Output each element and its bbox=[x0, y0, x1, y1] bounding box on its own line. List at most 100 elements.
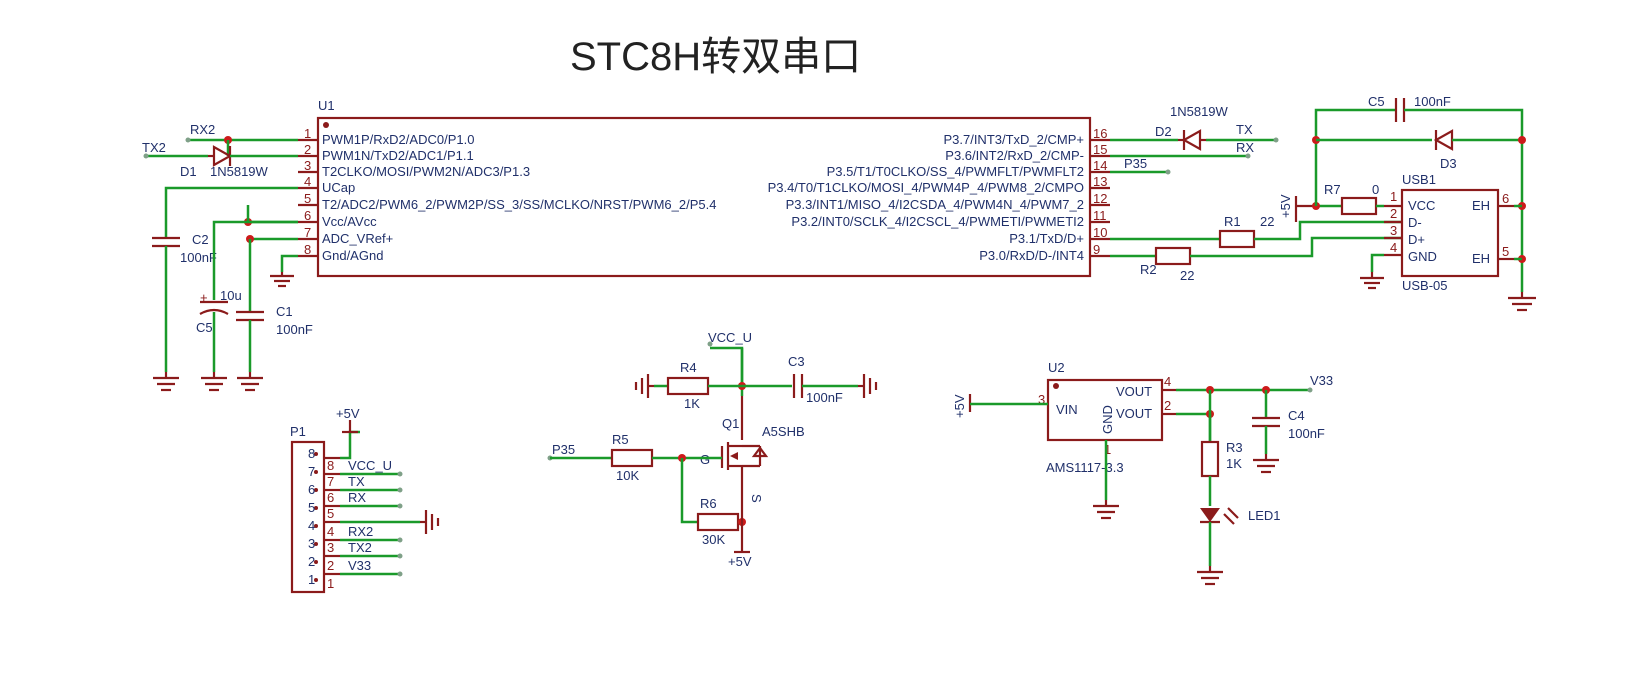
usb-pin-name: VCC bbox=[1408, 198, 1435, 213]
p1-net-label: TX2 bbox=[348, 540, 372, 555]
u1-pin-name: P3.6/INT2/RxD_2/CMP- bbox=[945, 148, 1084, 163]
u1-pin-num: 8 bbox=[304, 242, 311, 257]
usb-eh-top: EH bbox=[1472, 198, 1490, 213]
u1-pin-num: 12 bbox=[1093, 191, 1107, 206]
regulator-u2: U2 AMS1117-3.3 VIN 3 VOUT 4 VOUT 2 GND 1 bbox=[1038, 360, 1171, 475]
u1-pin-num: 7 bbox=[304, 225, 311, 240]
u1-pin-num: 15 bbox=[1093, 142, 1107, 157]
net-label-tx: TX bbox=[1236, 122, 1253, 137]
ground-symbol bbox=[201, 372, 227, 392]
r1-value: 22 bbox=[1260, 214, 1274, 229]
usb-connector: USB1 USB-05 1 2 3 4 VCC D- D+ GND EH EH … bbox=[1390, 172, 1509, 293]
r2-value: 22 bbox=[1180, 268, 1194, 283]
p1-pin-num: 8 bbox=[308, 446, 315, 461]
c2-ref: C2 bbox=[192, 232, 209, 247]
c5-value: 100nF bbox=[1414, 94, 1451, 109]
c3-value: 100nF bbox=[806, 390, 843, 405]
usb-pin-name: D- bbox=[1408, 215, 1422, 230]
u1-pin-num: 16 bbox=[1093, 126, 1107, 141]
resistor-r2 bbox=[1154, 246, 1192, 266]
net-label-vcc-u: VCC_U bbox=[708, 330, 752, 345]
u2-vout2-num: 2 bbox=[1164, 398, 1171, 413]
usb-pin-num: 2 bbox=[1390, 206, 1397, 221]
r2-ref: R2 bbox=[1140, 262, 1157, 277]
capacitor-c3 bbox=[792, 374, 804, 398]
u1-pin-name: Gnd/AGnd bbox=[322, 248, 383, 263]
p1-pin-num: 6 bbox=[308, 482, 315, 497]
u2-vout2: VOUT bbox=[1116, 406, 1152, 421]
d1-value: 1N5819W bbox=[210, 164, 269, 179]
u1-pin-num: 11 bbox=[1093, 208, 1107, 223]
capacitor-c5-electrolytic: + bbox=[199, 290, 229, 315]
resistor-r1 bbox=[1218, 229, 1256, 249]
q1-value: A5SHB bbox=[762, 424, 805, 439]
c5-ref: C5 bbox=[1368, 94, 1385, 109]
u2-gnd: GND bbox=[1100, 405, 1115, 434]
d2-value: 1N5819W bbox=[1170, 104, 1229, 119]
u1-pin-name: PWM1P/RxD2/ADC0/P1.0 bbox=[322, 132, 474, 147]
u1-pin-num: 6 bbox=[304, 208, 311, 223]
r7-ref: R7 bbox=[1324, 182, 1341, 197]
u2-value: AMS1117-3.3 bbox=[1046, 460, 1124, 475]
ground-symbol bbox=[858, 374, 878, 398]
ground-symbol bbox=[153, 372, 179, 392]
u1-pin-name: P3.7/INT3/TxD_2/CMP+ bbox=[943, 132, 1084, 147]
u1-pin-name: Vcc/AVcc bbox=[322, 214, 377, 229]
c3-ref: C3 bbox=[788, 354, 805, 369]
net-label-p35-q: P35 bbox=[552, 442, 575, 457]
power-label-5v-q: +5V bbox=[728, 554, 752, 569]
p1-net-label: RX bbox=[348, 490, 366, 505]
u2-ref: U2 bbox=[1048, 360, 1065, 375]
u1-pin-name: ADC_VRef+ bbox=[322, 231, 393, 246]
p1-pin-num: 1 bbox=[308, 572, 315, 587]
u1-pin-num: 10 bbox=[1093, 225, 1107, 240]
usb-pin-name: GND bbox=[1408, 249, 1437, 264]
diode-d3 bbox=[1433, 129, 1454, 151]
u1-pin-num: 13 bbox=[1093, 174, 1107, 189]
page-title: STC8H转双串口 bbox=[570, 35, 861, 79]
usb-pin-num: 3 bbox=[1390, 223, 1397, 238]
p1-stub-num: 4 bbox=[327, 524, 334, 539]
p1-stub-num: 7 bbox=[327, 474, 334, 489]
u2-vin-num: 3 bbox=[1038, 392, 1045, 407]
p1-stub-num: 1 bbox=[327, 576, 334, 591]
capacitor-c5 bbox=[1394, 98, 1406, 122]
p1-stub-num: 3 bbox=[327, 540, 334, 555]
resistor-r4 bbox=[666, 376, 710, 396]
p1-stub-num: 6 bbox=[327, 490, 334, 505]
u1-pin-name: P3.3/INT1/MISO_4/I2CSDA_4/PWM4N_4/PWM7_2 bbox=[786, 197, 1084, 212]
p1-pin-num: 7 bbox=[308, 464, 315, 479]
p1-stub-num: 8 bbox=[327, 458, 334, 473]
u1-pin-name: P3.5/T1/T0CLKO/SS_4/PWMFLT/PWMFLT2 bbox=[827, 164, 1084, 179]
resistor-r3 bbox=[1200, 440, 1220, 478]
usb-eh-bottom: EH bbox=[1472, 251, 1490, 266]
r3-ref: R3 bbox=[1226, 440, 1243, 455]
q1-gate-label: G bbox=[700, 452, 710, 467]
net-label-tx2: TX2 bbox=[142, 140, 166, 155]
p1-net-label: TX bbox=[348, 474, 365, 489]
u1-pin-num: 3 bbox=[304, 158, 311, 173]
c2-value: 100nF bbox=[180, 250, 217, 265]
d1-ref: D1 bbox=[180, 164, 197, 179]
u1-pin-name: T2CLKO/MOSI/PWM2N/ADC3/P1.3 bbox=[322, 164, 530, 179]
u1-pin-name: P3.4/T0/T1CLKO/MOSI_4/PWM4P_4/PWM8_2/CMP… bbox=[768, 180, 1084, 195]
usb-pin-num: 1 bbox=[1390, 189, 1397, 204]
r5-ref: R5 bbox=[612, 432, 629, 447]
svg-text:+: + bbox=[200, 290, 208, 305]
q1-ref: Q1 bbox=[722, 416, 739, 431]
header-p1: P1 8 7 6 5 4 3 2 1 bbox=[290, 424, 326, 594]
u1-pin-num: 9 bbox=[1093, 242, 1100, 257]
c4-ref: C4 bbox=[1288, 408, 1305, 423]
power-label-5v: +5V bbox=[1278, 194, 1293, 218]
ground-symbol bbox=[1197, 566, 1223, 586]
ground-symbol bbox=[270, 272, 294, 288]
usb-ref: USB1 bbox=[1402, 172, 1436, 187]
ground-symbol bbox=[1093, 500, 1119, 520]
u1-pin-num: 14 bbox=[1093, 158, 1107, 173]
p1-net-label: RX2 bbox=[348, 524, 373, 539]
power-label-5v-u2: +5V bbox=[952, 394, 967, 418]
usb-pin-num: 4 bbox=[1390, 240, 1397, 255]
u1-pin-name: T2/ADC2/PWM6_2/PWM2P/SS_3/SS/MCLKO/NRST/… bbox=[322, 197, 716, 212]
usb-eh-top-num: 6 bbox=[1502, 191, 1509, 206]
